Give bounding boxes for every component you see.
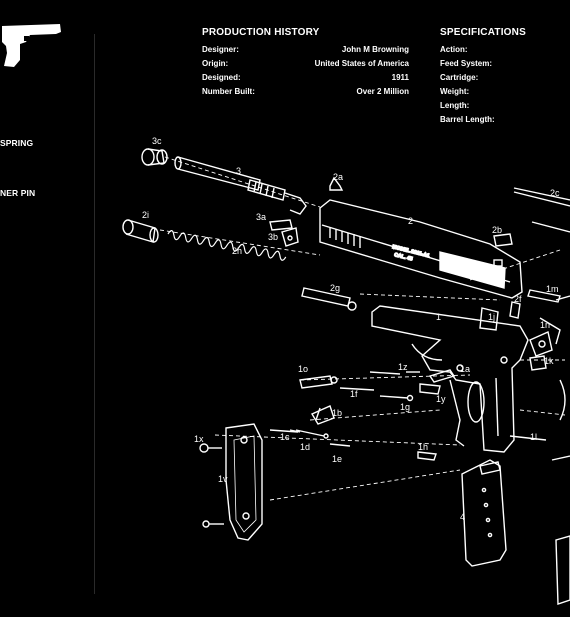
- sidebar-label-pin: NER PIN: [0, 188, 36, 198]
- part-2c-firing-pin: [513, 187, 570, 233]
- part-3-barrel: [174, 156, 307, 215]
- history-key: Origin:: [202, 59, 229, 68]
- part-1n-hammer: [529, 331, 553, 357]
- part-label: 2h: [232, 246, 242, 256]
- part-2b-rear-sight: [493, 233, 513, 247]
- part-number-labels: 3c 3 2a 2 2b 2c 2i 3a 3b 2h 2g 2f 1m 1j …: [142, 136, 560, 522]
- history-key: Number Built:: [202, 87, 255, 96]
- history-row-number-built: Number Built: Over 2 Million: [202, 86, 409, 97]
- part-2f-extractor: [509, 301, 521, 319]
- part-label: 3b: [268, 232, 278, 242]
- part-3a-barrel-link: [269, 219, 293, 231]
- pistol-silhouette-icon: [2, 24, 61, 67]
- spec-row-barrel-length: Barrel Length:: [440, 115, 495, 124]
- part-1o-mag-catch: [299, 375, 338, 389]
- part-2a-front-sight: [329, 176, 344, 191]
- part-label: 1n: [540, 320, 550, 330]
- history-row-designed: Designed: 1911: [202, 72, 409, 83]
- history-key: Designed:: [202, 73, 241, 82]
- spec-row-weight: Weight:: [440, 87, 470, 96]
- part-label: 1y: [436, 394, 446, 404]
- part-label: 1a: [460, 364, 470, 374]
- spec-row-length: Length:: [440, 101, 470, 110]
- history-value: United States of America: [314, 59, 409, 68]
- part-label: 1: [436, 312, 441, 322]
- part-label: 1m: [546, 284, 559, 294]
- part-1c-pin: [269, 429, 301, 433]
- part-1x-grip-screw: [199, 443, 224, 528]
- spec-row-feed-system: Feed System:: [440, 59, 493, 68]
- part-label: 1b: [332, 408, 342, 418]
- part-1b-trigger: [310, 405, 335, 425]
- part-1a-grip-safety-pin: [428, 369, 456, 383]
- part-1m-hammer-strut: [527, 289, 561, 303]
- history-row-designer: Designer: John M Browning: [202, 44, 409, 55]
- history-row-origin: Origin: United States of America: [202, 58, 409, 69]
- part-label: 1f: [350, 389, 358, 399]
- part-mainspring-housing: [555, 379, 570, 605]
- specifications-title: SPECIFICATIONS: [440, 27, 526, 38]
- part-1f-ejector: [339, 387, 375, 391]
- part-1d-pin: [295, 429, 329, 439]
- part-label: 1z: [398, 362, 408, 372]
- part-label: 1l: [530, 432, 537, 442]
- part-label: 2f: [514, 294, 522, 304]
- part-1-frame: [371, 305, 529, 453]
- production-history-title: PRODUCTION HISTORY: [202, 27, 320, 38]
- part-label: 1o: [298, 364, 308, 374]
- part-label: 3a: [256, 212, 266, 222]
- part-1z-pin: [369, 371, 420, 375]
- part-label: 1x: [194, 434, 204, 444]
- part-label: 1v: [218, 474, 228, 484]
- part-label: 1g: [400, 402, 410, 412]
- left-column-divider: [94, 34, 95, 594]
- part-1k-sear: [529, 355, 547, 371]
- part-label: 1e: [332, 454, 342, 464]
- part-label: 3c: [152, 136, 162, 146]
- part-label: 2g: [330, 283, 340, 293]
- part-label: 4: [460, 512, 465, 522]
- part-label: 2b: [492, 225, 502, 235]
- part-label: 1d: [300, 442, 310, 452]
- part-1y-plunger: [419, 383, 441, 395]
- part-right-edge-housing: [539, 295, 570, 461]
- part-label: 3: [236, 166, 241, 176]
- part-label: 1c: [280, 432, 290, 442]
- history-value: John M Browning: [341, 45, 409, 54]
- part-3c-barrel-bushing: [141, 148, 168, 166]
- part-label: 2c: [550, 188, 560, 198]
- part-1j-slide-stop: [479, 307, 499, 331]
- part-2g-guide-rod: [301, 287, 357, 311]
- sidebar-label-spring: SPRING: [0, 138, 34, 148]
- part-1l-pin: [509, 435, 547, 441]
- part-1v-grip-panel: [225, 423, 263, 541]
- spec-row-cartridge: Cartridge:: [440, 73, 479, 82]
- part-label: 1j: [488, 312, 495, 322]
- part-3b-link-pin: [281, 227, 299, 247]
- part-2-slide: [319, 199, 523, 299]
- spec-row-action: Action:: [440, 45, 468, 54]
- history-value: Over 2 Million: [356, 87, 409, 96]
- part-label: 2a: [333, 172, 343, 182]
- part-1e-pin: [329, 443, 351, 447]
- part-1g-disconnector: [379, 394, 414, 402]
- part-2h-recoil-spring: [167, 230, 287, 261]
- part-label: 1k: [544, 356, 554, 366]
- history-key: Designer:: [202, 45, 239, 54]
- part-label: 1h: [418, 442, 428, 452]
- history-value: 1911: [391, 73, 409, 82]
- part-2i-spring-plug: [122, 219, 159, 243]
- part-label: 2: [408, 216, 413, 226]
- part-4-magazine: [461, 459, 507, 567]
- slide-engraving-line2: CAL. 45: [394, 252, 414, 262]
- part-label: 2i: [142, 210, 149, 220]
- part-1h-pin: [417, 451, 437, 461]
